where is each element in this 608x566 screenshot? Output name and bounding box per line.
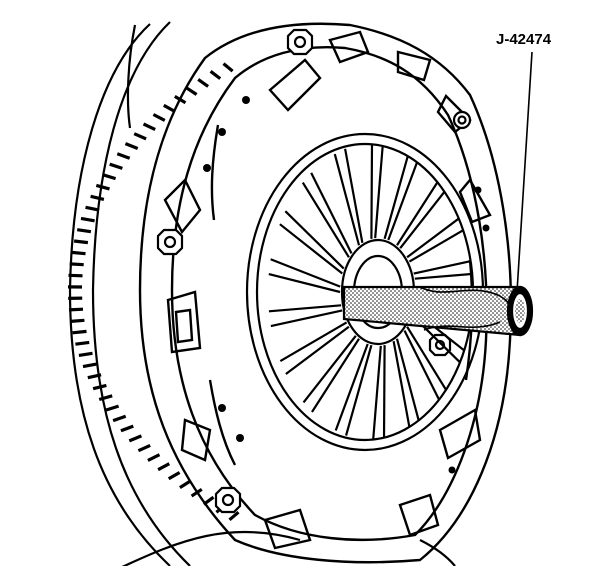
- spring-finger: [268, 258, 341, 294]
- gear-tooth: [112, 414, 127, 423]
- gear-tooth: [92, 383, 107, 391]
- spring-finger: [268, 304, 343, 328]
- gear-tooth: [185, 86, 198, 96]
- callout-leader-line: [516, 51, 533, 293]
- clutch-alignment-tool-icon: [342, 285, 534, 337]
- gear-tooth: [116, 152, 131, 160]
- gear-tooth: [163, 103, 176, 113]
- flywheel: [68, 21, 456, 566]
- spring-finger: [333, 148, 364, 246]
- rivets: [203, 96, 490, 474]
- gear-tooth: [128, 434, 143, 443]
- gear-tooth: [82, 362, 97, 369]
- gear-tooth: [69, 262, 84, 267]
- gear-tooth: [71, 250, 86, 256]
- gear-tooth: [85, 205, 100, 212]
- spring-finger: [370, 144, 385, 239]
- gear-tooth: [142, 122, 156, 131]
- ring-gear-teeth: [67, 62, 240, 522]
- spring-finger: [396, 171, 454, 249]
- tool-callout-label: J-42474: [496, 31, 552, 48]
- gear-tooth: [76, 228, 92, 234]
- gear-tooth: [68, 307, 84, 312]
- gear-tooth: [70, 318, 85, 323]
- gear-tooth: [133, 132, 147, 141]
- gear-tooth: [109, 162, 123, 170]
- gear-tooth: [68, 273, 83, 278]
- gear-tooth: [167, 471, 181, 481]
- gear-tooth: [78, 351, 93, 357]
- gear-tooth: [87, 373, 102, 380]
- gear-tooth: [72, 329, 87, 335]
- spring-finger: [301, 172, 353, 258]
- gear-tooth: [90, 194, 105, 201]
- spring-finger: [302, 335, 360, 413]
- gear-tooth: [152, 113, 166, 122]
- spring-finger: [371, 345, 386, 440]
- gear-tooth: [179, 479, 192, 489]
- gear-tooth: [147, 453, 161, 462]
- gear-tooth: [102, 173, 117, 181]
- gear-tooth: [137, 443, 151, 453]
- gear-tooth: [95, 183, 110, 191]
- gear-tooth: [80, 216, 95, 223]
- gear-tooth: [228, 510, 240, 522]
- gear-tooth: [157, 462, 171, 472]
- gear-tooth: [120, 424, 134, 433]
- spring-finger: [383, 148, 422, 241]
- gear-tooth: [73, 239, 89, 245]
- gear-tooth: [75, 340, 90, 346]
- spring-finger: [279, 321, 350, 375]
- gear-tooth: [222, 62, 234, 73]
- gear-tooth: [197, 78, 210, 88]
- cover-bolts: [156, 28, 472, 514]
- spring-finger: [413, 256, 473, 280]
- gear-tooth: [98, 394, 113, 402]
- spring-finger: [334, 343, 373, 436]
- gear-tooth: [105, 404, 120, 412]
- gear-tooth: [124, 142, 139, 150]
- spring-finger: [403, 326, 455, 412]
- gear-tooth: [209, 70, 222, 80]
- spring-finger: [392, 338, 423, 436]
- spring-finger: [279, 210, 345, 275]
